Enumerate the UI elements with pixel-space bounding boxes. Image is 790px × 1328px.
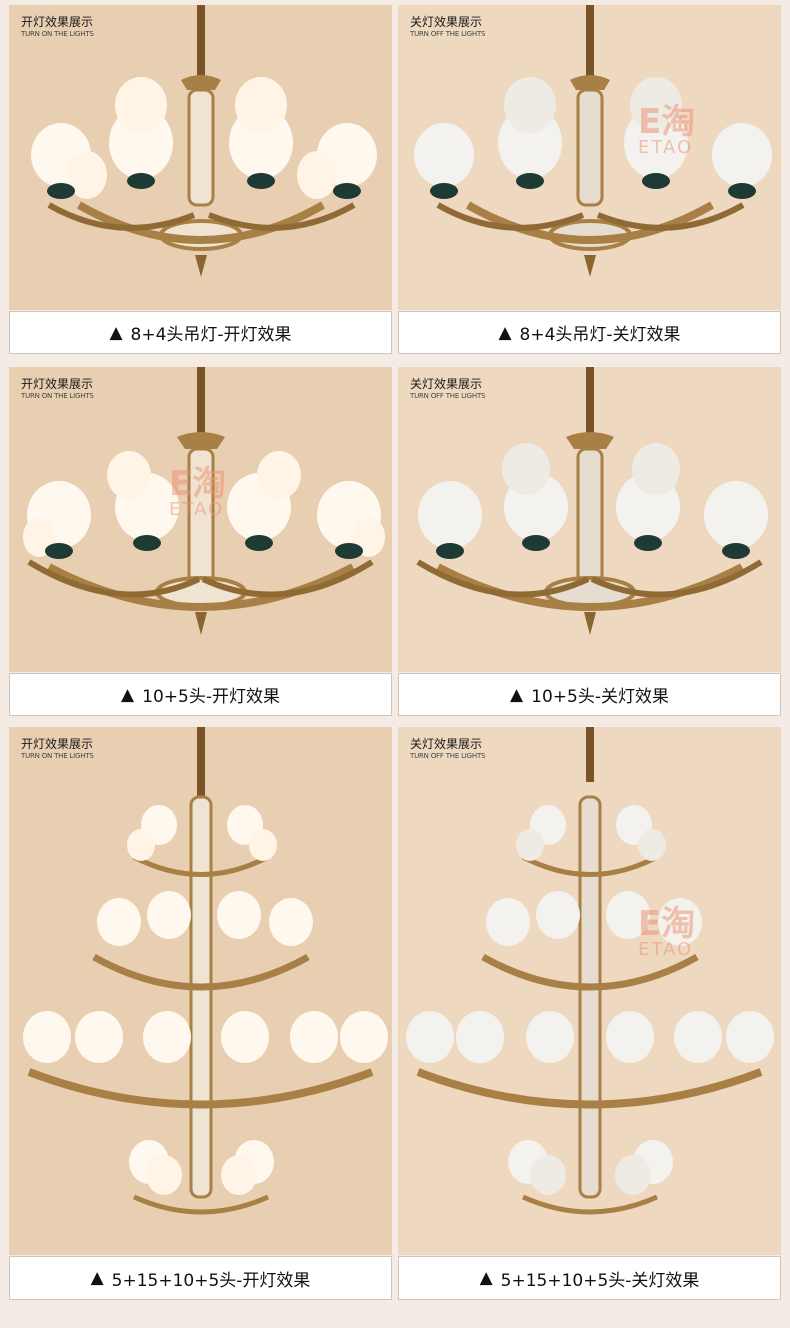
badge-subtitle: TURN OFF THE LIGHTS	[410, 30, 486, 38]
chandelier-image	[23, 367, 385, 635]
product-photo-8-4-off: E淘 ETAO 关灯效果展示 TURN OFF THE LIGHTS	[398, 5, 781, 310]
etao-watermark: E淘 ETAO	[638, 105, 695, 157]
badge-title: 关灯效果展示	[410, 15, 483, 29]
chandelier-image	[416, 367, 768, 635]
watermark-logo: E淘	[638, 102, 696, 142]
badge-subtitle: TURN ON THE LIGHTS	[21, 30, 94, 38]
product-photo-5-15-10-5-on: 开灯效果展示 TURN ON THE LIGHTS	[9, 727, 392, 1255]
watermark-text: ETAO	[169, 499, 225, 520]
product-photo-5-15-10-5-off: E淘 ETAO 关灯效果展示 TURN OFF THE LIGHTS	[398, 727, 781, 1255]
lights-on-badge: 开灯效果展示 TURN ON THE LIGHTS	[21, 15, 94, 39]
caption-8-4-on: ▲ 8+4头吊灯-开灯效果	[9, 311, 392, 354]
watermark-logo: E淘	[169, 464, 227, 504]
etao-watermark: E淘 ETAO	[638, 907, 695, 959]
triangle-icon: ▲	[121, 684, 135, 705]
etao-watermark: E淘 ETAO	[169, 467, 226, 519]
product-photo-10-5-off: 关灯效果展示 TURN OFF THE LIGHTS	[398, 367, 781, 672]
triangle-icon: ▲	[90, 1268, 104, 1288]
product-photo-8-4-on: 开灯效果展示 TURN ON THE LIGHTS	[9, 5, 392, 310]
caption-text: 5+15+10+5头-开灯效果	[111, 1270, 311, 1291]
caption-text: 10+5头-开灯效果	[142, 687, 280, 707]
badge-title: 开灯效果展示	[21, 15, 94, 29]
caption-5-15-10-5-on: ▲ 5+15+10+5头-开灯效果	[9, 1256, 392, 1300]
badge-title: 关灯效果展示	[410, 377, 483, 391]
lights-on-badge: 开灯效果展示 TURN ON THE LIGHTS	[21, 737, 94, 761]
badge-title: 关灯效果展示	[410, 737, 483, 751]
lights-off-badge: 关灯效果展示 TURN OFF THE LIGHTS	[410, 737, 485, 761]
caption-text: 8+4头吊灯-关灯效果	[519, 325, 681, 345]
lights-on-badge: 开灯效果展示 TURN ON THE LIGHTS	[21, 377, 94, 401]
caption-text: 10+5头-关灯效果	[531, 687, 669, 707]
lights-off-badge: 关灯效果展示 TURN OFF THE LIGHTS	[410, 377, 485, 401]
chandelier-image	[406, 727, 774, 1215]
chandelier-image	[23, 727, 388, 1215]
badge-title: 开灯效果展示	[21, 377, 94, 391]
badge-subtitle: TURN ON THE LIGHTS	[21, 752, 94, 760]
product-photo-10-5-on: E淘 ETAO 开灯效果展示 TURN ON THE LIGHTS	[9, 367, 392, 672]
lights-off-badge: 关灯效果展示 TURN OFF THE LIGHTS	[410, 15, 485, 39]
badge-subtitle: TURN ON THE LIGHTS	[21, 392, 94, 400]
caption-5-15-10-5-off: ▲ 5+15+10+5头-关灯效果	[398, 1256, 781, 1300]
watermark-logo: E淘	[638, 904, 696, 944]
triangle-icon: ▲	[498, 322, 512, 343]
badge-subtitle: TURN OFF THE LIGHTS	[410, 752, 486, 760]
triangle-icon: ▲	[109, 322, 123, 343]
triangle-icon: ▲	[510, 684, 524, 705]
chandelier-image	[414, 5, 772, 277]
watermark-text: ETAO	[638, 137, 694, 158]
caption-10-5-off: ▲ 10+5头-关灯效果	[398, 673, 781, 716]
badge-subtitle: TURN OFF THE LIGHTS	[410, 392, 486, 400]
caption-text: 8+4头吊灯-开灯效果	[130, 325, 292, 345]
triangle-icon: ▲	[479, 1268, 493, 1288]
chandelier-image	[31, 5, 377, 277]
caption-10-5-on: ▲ 10+5头-开灯效果	[9, 673, 392, 716]
badge-title: 开灯效果展示	[21, 737, 94, 751]
watermark-text: ETAO	[638, 939, 694, 960]
caption-text: 5+15+10+5头-关灯效果	[500, 1270, 700, 1291]
caption-8-4-off: ▲ 8+4头吊灯-关灯效果	[398, 311, 781, 354]
